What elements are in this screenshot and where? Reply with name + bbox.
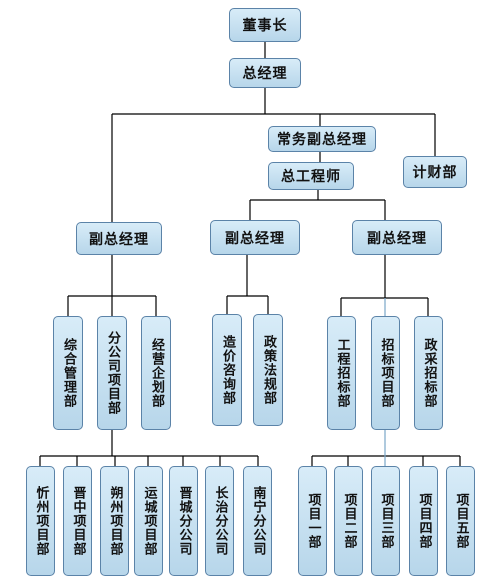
engineering-tender-dept-box: 工程招标部 — [327, 316, 356, 430]
cost-consulting-dept-box: 造价咨询部 — [212, 314, 242, 426]
branch-project-dept-box: 分公司项目部 — [97, 316, 127, 430]
deputy-gm-right-box: 副总经理 — [352, 220, 442, 255]
project-dept-2-box: 项目二部 — [334, 466, 363, 576]
project-dept-4-box: 项目四部 — [409, 466, 438, 576]
finance-dept-box: 计财部 — [403, 156, 467, 188]
chief-engineer-box: 总工程师 — [268, 162, 354, 190]
jincheng-branch-box: 晋城分公司 — [169, 466, 198, 576]
nanning-branch-box: 南宁分公司 — [243, 466, 272, 576]
chairman-box: 董事长 — [229, 8, 301, 42]
general-mgmt-dept-box: 综合管理部 — [53, 316, 83, 430]
changzhi-branch-box: 长治分公司 — [205, 466, 234, 576]
deputy-gm-left-box: 副总经理 — [76, 222, 162, 255]
general-manager-box: 总经理 — [229, 58, 301, 88]
exec-deputy-gm-box: 常务副总经理 — [268, 126, 376, 152]
project-dept-1-box: 项目一部 — [298, 466, 327, 576]
operations-planning-dept-box: 经营企划部 — [141, 316, 171, 430]
yuncheng-project-dept-box: 运城项目部 — [134, 466, 163, 576]
policy-regulation-dept-box: 政策法规部 — [253, 314, 283, 426]
deputy-gm-mid-box: 副总经理 — [210, 220, 300, 255]
project-dept-5-box: 项目五部 — [446, 466, 475, 576]
xinzhou-project-dept-box: 忻州项目部 — [26, 466, 55, 576]
tender-project-dept-box: 招标项目部 — [371, 316, 400, 430]
shuozhou-project-dept-box: 朔州项目部 — [100, 466, 129, 576]
project-dept-3-box: 项目三部 — [371, 466, 400, 576]
gov-procurement-tender-dept-box: 政采招标部 — [414, 316, 443, 430]
jinzhong-project-dept-box: 晋中项目部 — [63, 466, 92, 576]
